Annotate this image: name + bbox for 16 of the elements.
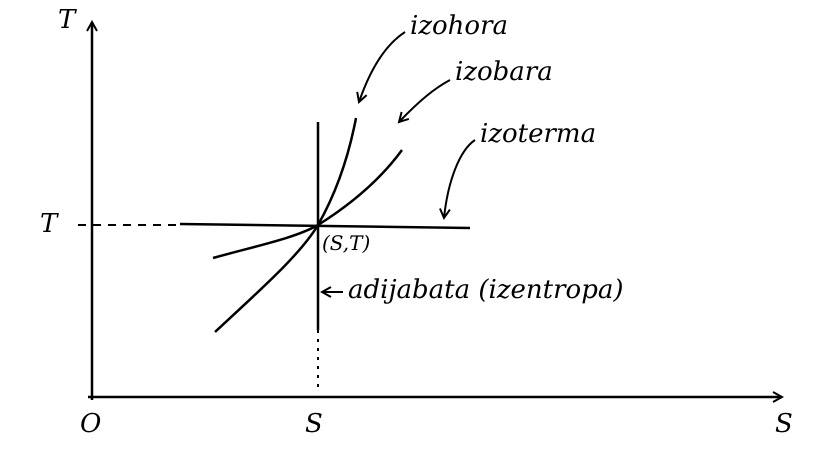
axis-label: S (775, 410, 793, 439)
point-label: (S,T) (322, 232, 370, 254)
leader-arrow (398, 79, 450, 123)
curve-label: izohora (410, 12, 508, 41)
isobar-curve (212, 149, 403, 260)
curve-label: izoterma (480, 120, 596, 149)
tick-label: T (40, 210, 58, 239)
origin-label: O (80, 410, 102, 439)
leader-arrow (321, 286, 343, 298)
tick-label: S (305, 410, 323, 439)
leader-arrow (356, 31, 406, 103)
isotherm-line (180, 222, 470, 230)
curve-label: izobara (455, 58, 553, 87)
curve-label: adijabata (izentropa) (348, 276, 624, 305)
leader-arrow (439, 139, 476, 219)
axis-label: T (58, 6, 76, 35)
